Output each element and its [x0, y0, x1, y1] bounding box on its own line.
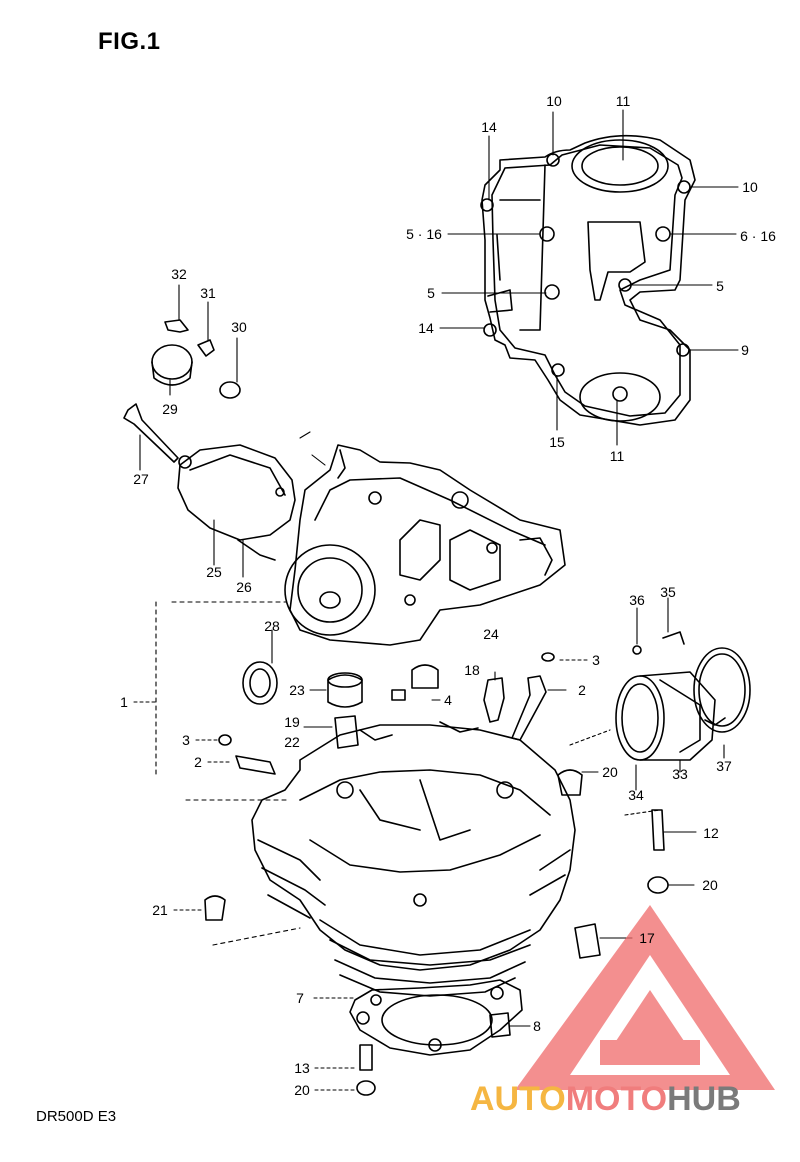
callout-2: 2	[578, 682, 586, 698]
pipe-2b-diagram	[235, 755, 276, 775]
oring-28-diagram	[242, 661, 278, 705]
callout-35: 35	[660, 584, 676, 600]
callout-4: 4	[444, 692, 452, 708]
head-cover-gasket-diagram	[480, 134, 696, 426]
nut-20c-diagram	[356, 1080, 376, 1096]
callout-28: 28	[264, 618, 280, 634]
callout-36: 36	[629, 592, 645, 608]
base-gasket-diagram	[349, 979, 523, 1056]
callout-11: 11	[615, 93, 631, 109]
valve-cover-cap-diagram	[177, 444, 296, 561]
plug-29-diagram	[151, 344, 193, 380]
cap-4-diagram	[411, 664, 439, 689]
callout-12: 12	[703, 825, 719, 841]
callout-26: 26	[236, 579, 252, 595]
callout-24: 24	[483, 626, 499, 642]
callout-3: 3	[182, 732, 190, 748]
valve-cover-diagram	[284, 444, 566, 646]
callout-5: 5	[716, 278, 724, 294]
cylinder-head-diagram	[251, 721, 576, 997]
dowel-17-diagram	[574, 923, 601, 959]
callout-34: 34	[628, 787, 644, 803]
screw-32-diagram	[164, 319, 189, 333]
plug-21-diagram	[204, 895, 226, 921]
stud-12-diagram	[651, 809, 665, 851]
callout-18: 18	[464, 662, 480, 678]
callout-9: 9	[741, 342, 749, 358]
callout-2: 2	[194, 754, 202, 770]
figure-title: FIG.1	[98, 28, 161, 55]
callout-5-16: 5 · 16	[406, 226, 442, 242]
bolt-31-diagram	[197, 339, 215, 357]
callout-14: 14	[418, 320, 434, 336]
stud-13-diagram	[359, 1044, 373, 1071]
callout-10: 10	[742, 179, 758, 195]
callout-29: 29	[162, 401, 178, 417]
callout-10: 10	[546, 93, 562, 109]
watermark-part-3: HUB	[667, 1080, 741, 1118]
callout-7: 7	[296, 990, 304, 1006]
callout-14: 14	[481, 119, 497, 135]
callout-32: 32	[171, 266, 187, 282]
callout-22: 22	[284, 734, 300, 750]
watermark-part-2: MOTO	[565, 1080, 668, 1118]
callout-30: 30	[231, 319, 247, 335]
watermark-part-1: AUTO	[470, 1080, 566, 1118]
callout-13: 13	[294, 1060, 310, 1076]
dowel-8-diagram	[489, 1012, 511, 1038]
callout-20: 20	[602, 764, 618, 780]
model-label: DR500D E3	[36, 1108, 117, 1125]
bolt-27-diagram	[123, 403, 179, 463]
callout-6-16: 6 · 16	[740, 228, 776, 244]
pipe-2-diagram	[511, 675, 547, 741]
callout-1: 1	[120, 694, 128, 710]
callout-37: 37	[716, 758, 732, 774]
callout-15: 15	[549, 434, 565, 450]
callout-8: 8	[533, 1018, 541, 1034]
callout-25: 25	[206, 564, 222, 580]
callout-20: 20	[294, 1082, 310, 1098]
callout-3: 3	[592, 652, 600, 668]
callout-23: 23	[289, 682, 305, 698]
oring-30-diagram	[219, 381, 241, 399]
callout-11: 11	[609, 448, 625, 464]
nut-20b-diagram	[647, 876, 669, 894]
callout-33: 33	[672, 766, 688, 782]
callout-27: 27	[133, 471, 149, 487]
watermark-logo-triangle	[515, 905, 775, 1090]
callout-5: 5	[427, 285, 435, 301]
callout-21: 21	[152, 902, 168, 918]
valve-3-diagram	[391, 689, 406, 701]
callout-20: 20	[702, 877, 718, 893]
callout-31: 31	[200, 285, 216, 301]
watermark-brand: AUTOMOTOHUB	[470, 1080, 741, 1119]
callout-17: 17	[639, 930, 655, 946]
nut-20a-diagram	[557, 769, 583, 796]
callout-19: 19	[284, 714, 300, 730]
plug-18-diagram	[483, 677, 505, 723]
plug-23-diagram	[327, 674, 363, 708]
nut-19-diagram	[334, 715, 359, 749]
intake-manifold-diagram	[615, 631, 751, 761]
